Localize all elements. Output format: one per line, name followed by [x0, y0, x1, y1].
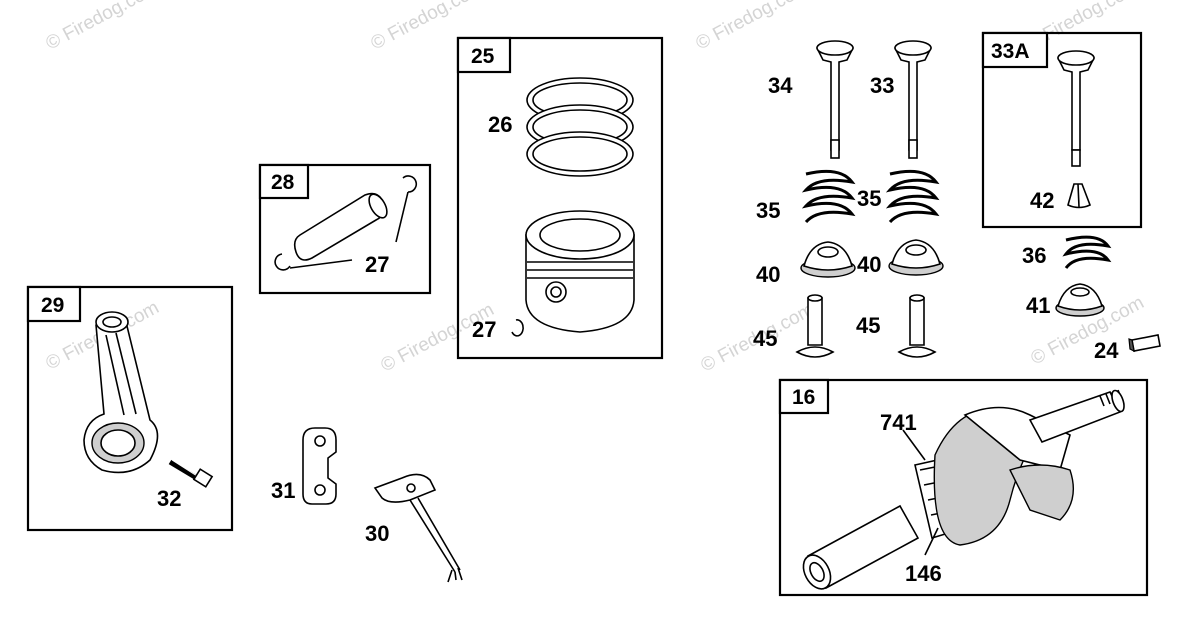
callout-27-a: 27: [365, 252, 389, 277]
group-label-33a: 33A: [991, 40, 1030, 63]
callout-24: 24: [1094, 338, 1119, 363]
callout-146: 146: [905, 561, 942, 586]
crankshaft: [802, 389, 1125, 590]
callout-35-a: 35: [756, 198, 780, 223]
valve-guide-45a: 45: [753, 294, 835, 358]
callout-30: 30: [365, 521, 389, 546]
group-25-piston: 25 26 27: [456, 36, 664, 360]
valve-guide-45b: 45: [856, 294, 937, 358]
group-16-crankshaft: 16 741 146: [778, 378, 1149, 597]
rod-bolt: [168, 459, 214, 488]
watermark: © Firedog.com: [692, 0, 812, 54]
part-31-lock-plate: 31: [271, 427, 337, 505]
spring-retainer-40a: 40: [756, 241, 856, 287]
callout-741: 741: [880, 410, 917, 435]
valve-keeper-42: [1067, 183, 1092, 209]
valve-33a: [1056, 50, 1096, 167]
pin-clip: [402, 175, 418, 193]
valve-spring-35a: 35: [756, 169, 856, 224]
callout-36: 36: [1022, 243, 1046, 268]
group-29-connecting-rod: 29 32: [26, 285, 234, 532]
piston: [525, 210, 635, 333]
callout-31: 31: [271, 478, 295, 503]
connecting-rod: [83, 311, 159, 474]
callout-26: 26: [488, 112, 512, 137]
pin-clip: [274, 253, 291, 271]
group-28-piston-pin: 28 27: [258, 163, 432, 295]
spring-retainer-41: 41: [1026, 283, 1105, 318]
callout-42: 42: [1030, 188, 1054, 213]
callout-40-a: 40: [756, 262, 780, 287]
valve-spring-35b: 35: [857, 169, 940, 224]
part-30-dipper: 30: [365, 473, 463, 583]
watermark: © Firedog.com: [42, 0, 162, 54]
spring-retainer-40b: 40: [857, 239, 944, 277]
callout-35-b: 35: [857, 186, 881, 211]
retaining-clip: [511, 319, 524, 337]
callout-33: 33: [870, 73, 894, 98]
valve-intake-33: 33: [870, 40, 933, 159]
callout-40-b: 40: [857, 252, 881, 277]
flywheel-key-24: 24: [1094, 334, 1161, 363]
valve-exhaust-34: 34: [768, 40, 855, 159]
group-label-25: 25: [471, 45, 495, 68]
callout-32: 32: [157, 486, 181, 511]
piston-pin: [293, 192, 388, 261]
group-33a-valve: 33A 42: [981, 31, 1143, 229]
group-label-28: 28: [271, 171, 295, 194]
group-label-16: 16: [792, 386, 815, 409]
callout-45-b: 45: [856, 313, 880, 338]
callout-27-b: 27: [472, 317, 496, 342]
valve-spring-36: 36: [1022, 235, 1112, 269]
piston-rings: [526, 77, 634, 177]
callout-34: 34: [768, 73, 793, 98]
callout-45-a: 45: [753, 326, 777, 351]
callout-41: 41: [1026, 293, 1050, 318]
group-label-29: 29: [41, 294, 64, 317]
